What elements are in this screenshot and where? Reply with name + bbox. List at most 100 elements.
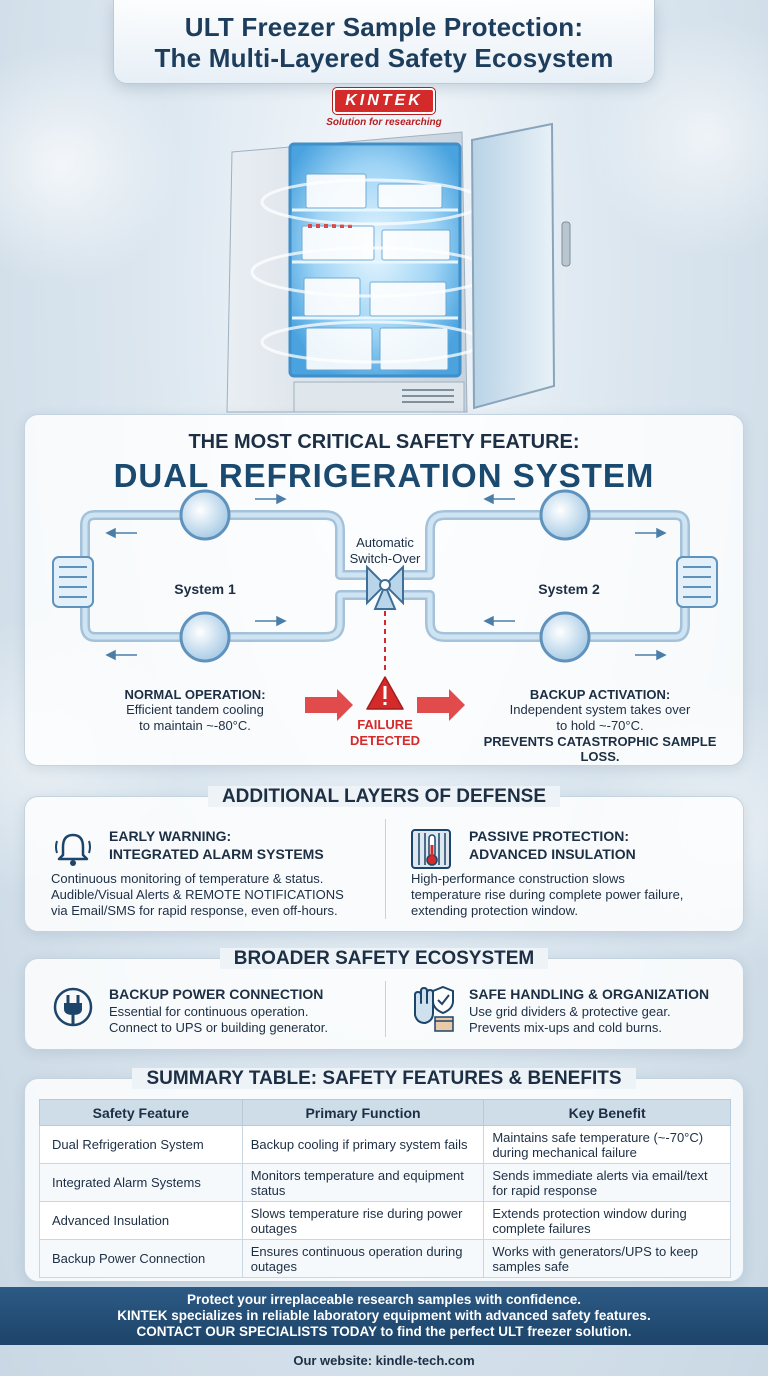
table-header-cell: Key Benefit	[483, 1099, 731, 1126]
table-cell-benefit: Sends immediate alerts via email/text fo…	[483, 1163, 731, 1202]
failure-line2: DETECTED	[349, 733, 421, 748]
switch-valve-icon	[366, 564, 404, 610]
table-header-cell: Primary Function	[241, 1099, 485, 1126]
table-cell-function: Backup cooling if primary system fails	[241, 1125, 485, 1164]
alarm-head2: INTEGRATED ALARM SYSTEMS	[109, 846, 324, 862]
ecosystem-divider	[385, 981, 386, 1037]
alarm-head1: EARLY WARNING:	[109, 828, 232, 844]
table-row: Dual Refrigeration System Backup cooling…	[39, 1125, 731, 1164]
table-cell-feature: Integrated Alarm Systems	[39, 1163, 243, 1202]
dual-kicker: THE MOST CRITICAL SAFETY FEATURE:	[188, 431, 580, 453]
failure-arrows	[305, 689, 465, 721]
power-head: BACKUP POWER CONNECTION	[109, 986, 324, 1002]
plug-icon	[53, 987, 93, 1027]
flow-arrows	[105, 493, 667, 661]
failure-line1: FAILURE	[357, 717, 413, 732]
insulation-head2: ADVANCED INSULATION	[469, 846, 636, 862]
alarm-head: EARLY WARNING: INTEGRATED ALARM SYSTEMS	[109, 827, 324, 863]
power-body2: Connect to UPS or building generator.	[109, 1020, 328, 1035]
system1-label: System 1	[174, 581, 236, 597]
normal-line1: Efficient tandem cooling	[126, 702, 264, 717]
insulation-body3: extending protection window.	[411, 903, 578, 918]
defense-title-text: ADDITIONAL LAYERS OF DEFENSE	[207, 786, 561, 807]
system2-loop-inner	[400, 512, 688, 640]
ecosystem-title: BROADER SAFETY ECOSYSTEM	[0, 948, 768, 970]
backup-line2: to hold ~-70°C.	[556, 718, 644, 733]
switch-line2: Switch-Over	[349, 551, 421, 566]
title-box: ULT Freezer Sample Protection: The Multi…	[113, 0, 655, 84]
page-title-line2: The Multi-Layered Safety Ecosystem	[154, 43, 614, 73]
table-cell-benefit: Extends protection window during complet…	[483, 1201, 731, 1240]
handling-body1: Use grid dividers & protective gear.	[469, 1004, 671, 1019]
handling-body: Use grid dividers & protective gear. Pre…	[469, 1004, 739, 1036]
condenser-right	[676, 556, 718, 608]
warning-icon	[366, 676, 404, 710]
table-cell-benefit: Works with generators/UPS to keep sample…	[483, 1239, 731, 1278]
table-title-text: SUMMARY TABLE: SAFETY FEATURES & BENEFIT…	[132, 1068, 636, 1089]
backup-line3: PREVENTS CATASTROPHIC SAMPLE LOSS.	[483, 734, 717, 764]
cta-line2: KINTEK specializes in reliable laborator…	[117, 1308, 651, 1323]
table-title: SUMMARY TABLE: SAFETY FEATURES & BENEFIT…	[0, 1068, 768, 1090]
table-cell-function: Monitors temperature and equipment statu…	[241, 1163, 485, 1202]
handling-body2: Prevents mix-ups and cold burns.	[469, 1020, 662, 1035]
insulation-thermometer-icon	[411, 829, 451, 869]
table-cell-feature: Backup Power Connection	[39, 1239, 243, 1278]
backup-activation-caption: BACKUP ACTIVATION: Independent system ta…	[465, 687, 735, 764]
freezer-shelves	[292, 208, 458, 320]
insulation-body: High-performance construction slows temp…	[411, 871, 741, 919]
insulation-body2: temperature rise during complete power f…	[411, 887, 684, 902]
table-row: Integrated Alarm Systems Monitors temper…	[39, 1163, 731, 1202]
insulation-head: PASSIVE PROTECTION: ADVANCED INSULATION	[469, 827, 636, 863]
refrigeration-diagram	[52, 489, 718, 721]
table-cell-feature: Dual Refrigeration System	[39, 1125, 243, 1164]
ecosystem-panel: BACKUP POWER CONNECTION Essential for co…	[24, 958, 744, 1050]
logo-tagline: Solution for researching	[326, 117, 442, 128]
insulation-body1: High-performance construction slows	[411, 871, 625, 886]
sample-racks	[301, 173, 451, 371]
page-title-line1: ULT Freezer Sample Protection:	[184, 12, 584, 42]
system2-label: System 2	[538, 581, 600, 597]
power-body: Essential for continuous operation. Conn…	[109, 1004, 379, 1036]
insulation-head1: PASSIVE PROTECTION:	[469, 828, 629, 844]
defense-divider	[385, 819, 386, 919]
table-cell-function: Ensures continuous operation during outa…	[241, 1239, 485, 1278]
normal-head: NORMAL OPERATION:	[124, 687, 266, 702]
switch-over-label: Automatic Switch-Over	[335, 535, 435, 567]
summary-table: Safety Feature Primary Function Key Bene…	[39, 1099, 731, 1278]
defense-title: ADDITIONAL LAYERS OF DEFENSE	[0, 786, 768, 808]
cta-line1: Protect your irreplaceable research samp…	[187, 1292, 581, 1307]
ecosystem-title-text: BROADER SAFETY ECOSYSTEM	[219, 948, 549, 969]
defense-panel: EARLY WARNING: INTEGRATED ALARM SYSTEMS …	[24, 796, 744, 932]
system1-loop-inner	[82, 512, 370, 640]
alarm-body3: via Email/SMS for rapid response, even o…	[51, 903, 338, 918]
alarm-body1: Continuous monitoring of temperature & s…	[51, 871, 324, 886]
website-link[interactable]: Our website: kindle-tech.com	[293, 1353, 475, 1368]
summary-table-panel: Safety Feature Primary Function Key Bene…	[24, 1078, 744, 1282]
call-to-action-banner: Protect your irreplaceable research samp…	[0, 1287, 768, 1345]
door-handle	[561, 221, 571, 267]
kintek-logo: KINTEK Solution for researching	[316, 88, 452, 128]
freezer-illustration	[226, 122, 571, 413]
table-row: Backup Power Connection Ensures continuo…	[39, 1239, 731, 1278]
logo-badge: KINTEK	[333, 88, 435, 114]
switch-line1: Automatic	[356, 535, 414, 550]
cta-line3: CONTACT OUR SPECIALISTS TODAY to find th…	[136, 1324, 632, 1339]
table-row: Advanced Insulation Slows temperature ri…	[39, 1201, 731, 1240]
table-cell-function: Slows temperature rise during power outa…	[241, 1201, 485, 1240]
power-body1: Essential for continuous operation.	[109, 1004, 309, 1019]
condenser-left	[52, 556, 94, 608]
table-header-cell: Safety Feature	[39, 1099, 243, 1126]
sample-caps	[308, 224, 352, 228]
table-cell-feature: Advanced Insulation	[39, 1201, 243, 1240]
freezer-door	[470, 122, 556, 410]
table-cell-benefit: Maintains safe temperature (~-70°C) duri…	[483, 1125, 731, 1164]
backup-head: BACKUP ACTIVATION:	[529, 687, 671, 702]
table-header-row: Safety Feature Primary Function Key Bene…	[39, 1099, 731, 1126]
handling-head: SAFE HANDLING & ORGANIZATION	[469, 986, 710, 1002]
backup-line1: Independent system takes over	[509, 702, 691, 717]
alarm-body: Continuous monitoring of temperature & s…	[51, 871, 381, 919]
gloves-shield-icon	[414, 985, 454, 1032]
alarm-body2: Audible/Visual Alerts & REMOTE NOTIFICAT…	[51, 887, 344, 902]
bell-icon	[55, 833, 91, 866]
normal-operation-caption: NORMAL OPERATION: Efficient tandem cooli…	[85, 687, 305, 734]
